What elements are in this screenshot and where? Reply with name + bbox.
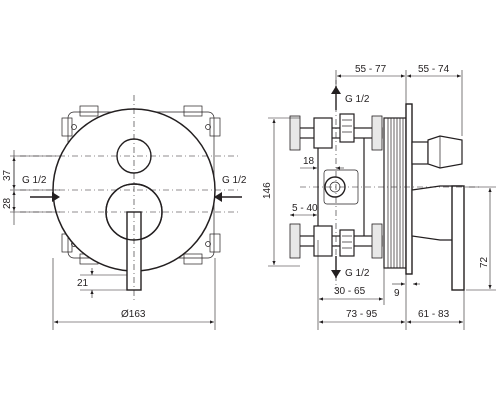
front-view: G 1/2 G 1/2 37 28 21 Ø163	[2, 95, 247, 330]
cover-plate-side	[405, 103, 413, 275]
dim-55-77: 55 - 77	[355, 64, 387, 75]
port-left-label: G 1/2	[22, 175, 47, 186]
dim-73-95: 73 - 95	[346, 309, 378, 320]
mixer-handle-side	[411, 185, 465, 291]
lower-inlet	[289, 223, 383, 259]
port-top-label: G 1/2	[345, 94, 370, 105]
dim-diameter: Ø163	[121, 309, 146, 320]
port-left-arrow	[30, 192, 60, 202]
port-bottom-label: G 1/2	[345, 268, 370, 279]
dim-72: 72	[479, 256, 490, 268]
dim-18: 18	[303, 156, 315, 167]
port-right-label: G 1/2	[222, 175, 247, 186]
dim-30-65: 30 - 65	[334, 286, 366, 297]
dim-21: 21	[77, 278, 89, 289]
dim-9: 9	[394, 288, 400, 299]
port-right-arrow	[214, 192, 242, 202]
side-view: G 1/2 G 1/2 146 18 5 - 40 55 - 77 55 - 7…	[262, 64, 496, 330]
dim-5-40: 5 - 40	[292, 203, 318, 214]
dim-61-83: 61 - 83	[418, 309, 450, 320]
dim-55-74: 55 - 74	[418, 64, 450, 75]
upper-inlet	[289, 113, 383, 151]
dim-146: 146	[262, 182, 273, 199]
dim-28: 28	[2, 197, 13, 209]
diverter-knob-side	[411, 135, 463, 169]
wall-guard	[383, 117, 407, 269]
dim-37: 37	[2, 169, 13, 181]
